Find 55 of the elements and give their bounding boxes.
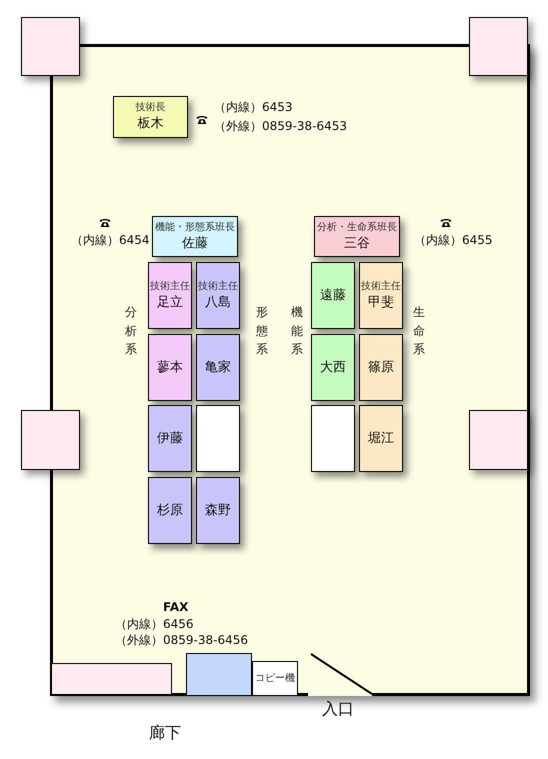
staff-name: 亀家 [205,360,231,376]
extension-number: （外線）0859-38-6453 [214,119,348,134]
desk [196,477,240,544]
role-title: 技術主任 [361,280,401,292]
staff-name: 大西 [320,360,346,376]
staff-name: 杉原 [157,502,183,518]
role-title: 技術主任 [198,280,238,292]
desk [314,216,400,257]
copier-label: コピー機 [255,672,295,684]
staff-name: 篠原 [368,360,394,376]
desk [152,216,238,257]
desk [148,334,192,401]
wall-block [51,663,172,695]
extension-number: （内線）6456 [115,617,194,632]
staff-name: 堀江 [368,430,394,446]
staff-name: 板木 [138,116,164,132]
extension-number: （外線）0859-38-6456 [115,633,248,648]
staff-name: 三谷 [344,236,370,252]
group-label: 分析系 [125,304,137,358]
desk [311,262,355,329]
desk [359,262,403,329]
extension-number: （内線）6455 [414,233,493,248]
staff-name: 森野 [205,502,231,518]
copier-box [252,661,298,696]
entrance-label: 入口 [322,699,354,719]
group-label: 生命系 [413,304,425,358]
role-title: 技術主任 [150,280,190,292]
group-label: 機能系 [291,304,303,358]
desk [113,96,188,138]
staff-name: 伊藤 [157,430,183,446]
desk [148,405,192,472]
role-title: 分析・生命系班長 [317,222,397,234]
role-title: 機能・形態系班長 [155,222,235,234]
role-title: 技術長 [136,102,166,114]
desk [311,334,355,401]
extension-number: （内線）6453 [214,100,293,115]
desk [196,334,240,401]
desk [148,262,192,329]
corridor-label: 廊下 [149,723,181,743]
desk [359,334,403,401]
equipment-block [186,653,252,696]
desk [196,262,240,329]
staff-name: 佐藤 [182,236,208,252]
group-label: 形態系 [256,304,268,358]
staff-name: 蓼本 [157,360,183,376]
staff-name: 遠藤 [320,288,346,304]
fax-label: FAX [163,600,188,615]
staff-name: 足立 [157,294,183,310]
desk [148,477,192,544]
extension-number: （内線）6454 [71,233,150,248]
empty-desk [196,405,240,472]
staff-name: 甲斐 [368,294,394,310]
desk [359,405,403,472]
staff-name: 八島 [205,294,231,310]
empty-desk [311,405,355,472]
